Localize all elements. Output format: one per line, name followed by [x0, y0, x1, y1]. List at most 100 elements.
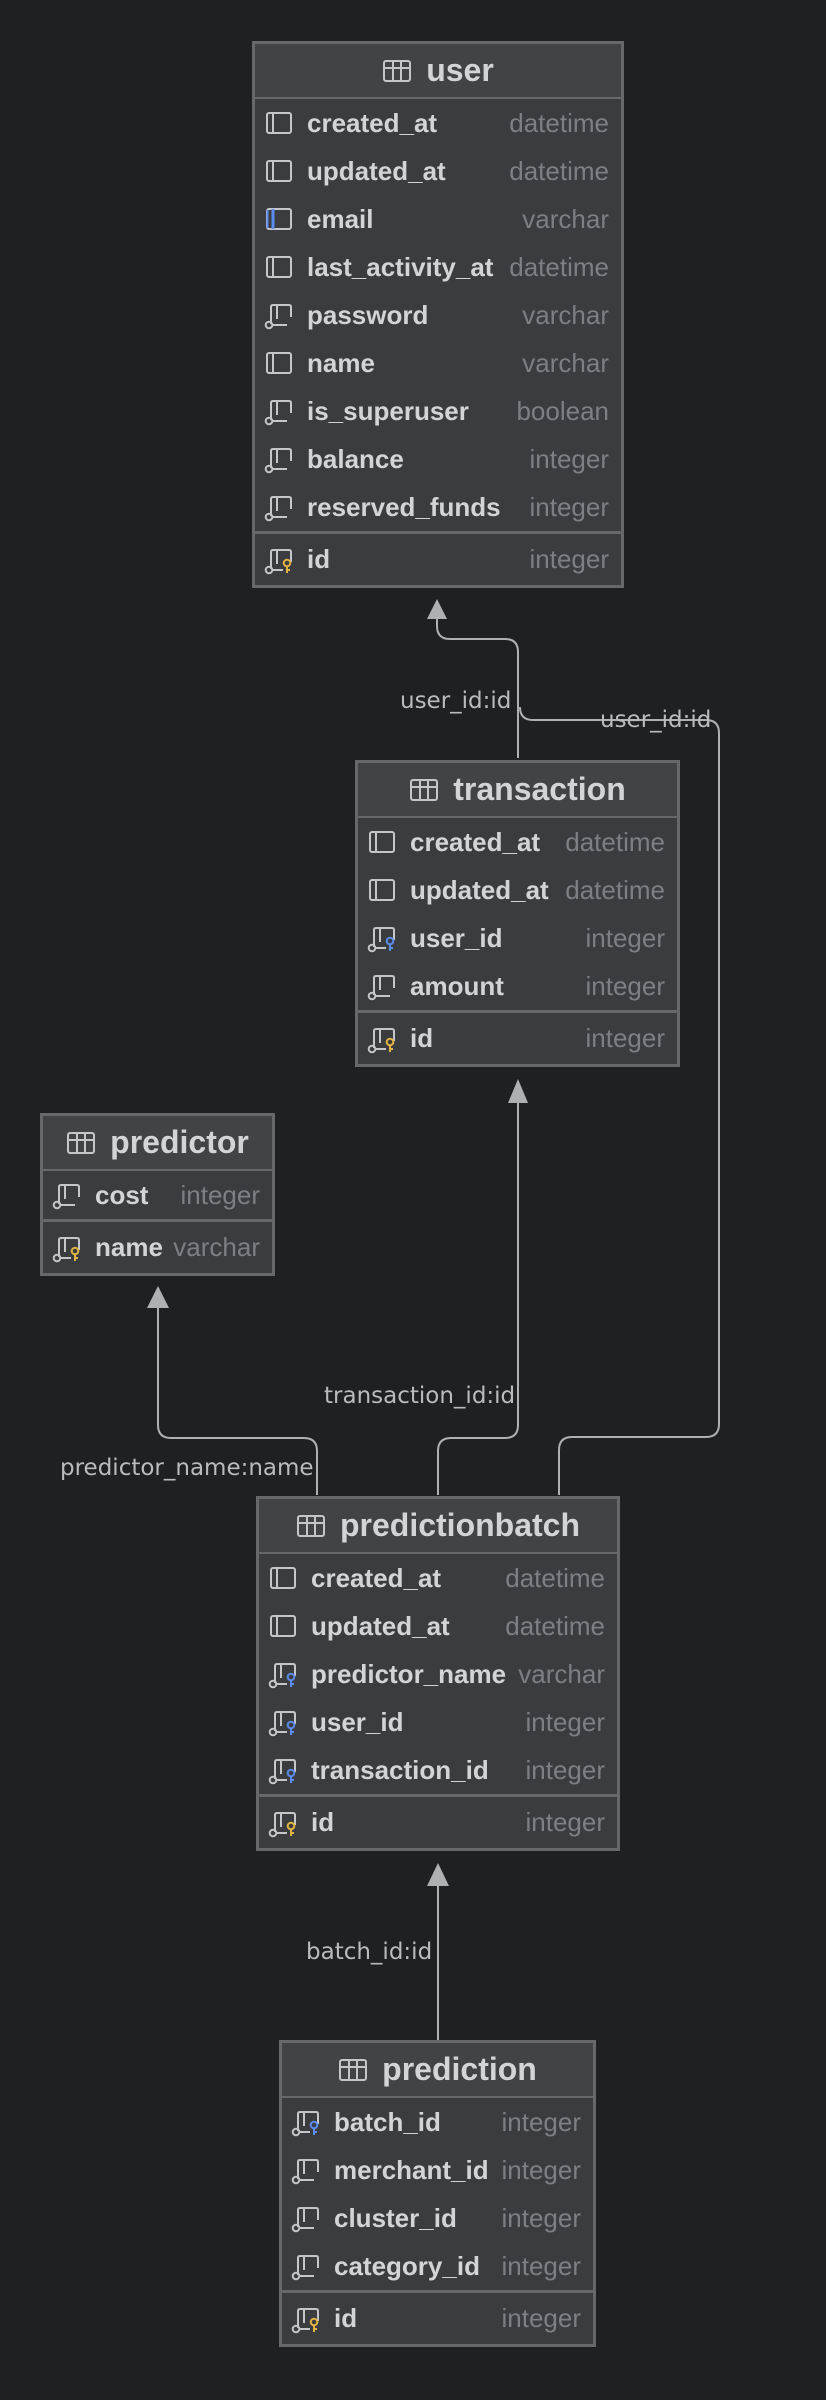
column-icon: [267, 1563, 301, 1593]
foreign-key-icon: [366, 923, 400, 953]
connector-predictionbatch-to-predictor: [157, 1306, 318, 1495]
entity-header[interactable]: predictor: [43, 1116, 272, 1171]
table-icon: [409, 777, 439, 803]
field-type: datetime: [509, 251, 609, 282]
connector-transaction-to-user: [436, 618, 519, 758]
column-icon: [267, 1611, 301, 1641]
field-name: reserved_funds: [307, 491, 501, 522]
field-name: merchant_id: [334, 2154, 489, 2185]
field-type: integer: [501, 2303, 582, 2333]
entity-title: prediction: [382, 2051, 537, 2087]
field-row[interactable]: batch_id integer: [282, 2098, 593, 2146]
primary-key-icon: [366, 1024, 400, 1054]
not-null-column-icon: [290, 2251, 324, 2281]
foreign-key-icon: [267, 1659, 301, 1689]
relation-label: batch_id:id: [306, 1939, 433, 1965]
field-name: email: [307, 203, 374, 234]
primary-key-row[interactable]: id integer: [255, 531, 621, 585]
field-name: password: [307, 299, 429, 330]
primary-key-icon: [290, 2304, 324, 2334]
field-name: category_id: [334, 2250, 480, 2281]
relation-label: predictor_name:name: [60, 1455, 314, 1481]
unique-column-icon: [263, 204, 297, 234]
arrowhead-transaction: [508, 1079, 528, 1103]
not-null-column-icon: [263, 444, 297, 474]
field-type: varchar: [173, 1232, 260, 1262]
field-type: datetime: [505, 1610, 605, 1641]
field-name: predictor_name: [311, 1658, 507, 1689]
field-row[interactable]: password varchar: [255, 291, 621, 339]
entity-header[interactable]: transaction: [358, 763, 677, 818]
field-name: user_id: [410, 922, 503, 953]
field-name: amount: [410, 970, 504, 1001]
entity-header[interactable]: predictionbatch: [259, 1499, 617, 1554]
field-type: boolean: [516, 395, 609, 426]
field-type: integer: [529, 443, 610, 474]
field-row[interactable]: predictor_name varchar: [259, 1650, 617, 1698]
field-row[interactable]: amount integer: [358, 962, 677, 1010]
field-row[interactable]: user_id integer: [358, 914, 677, 962]
column-icon: [366, 827, 400, 857]
field-name: id: [410, 1023, 434, 1053]
field-type: integer: [585, 922, 666, 953]
field-row[interactable]: updated_at datetime: [259, 1602, 617, 1650]
relation-label: transaction_id:id: [324, 1383, 516, 1409]
table-icon: [338, 2057, 368, 2083]
entity-header[interactable]: user: [255, 44, 621, 99]
foreign-key-icon: [267, 1755, 301, 1785]
field-type: integer: [501, 2106, 582, 2137]
field-name: id: [307, 544, 331, 574]
field-type: integer: [529, 544, 610, 574]
relation-label: user_id:id: [600, 707, 712, 733]
field-name: created_at: [311, 1562, 442, 1593]
column-icon: [263, 156, 297, 186]
arrowhead-predictor: [147, 1286, 169, 1308]
column-icon: [263, 252, 297, 282]
field-name: id: [334, 2303, 358, 2333]
field-name: batch_id: [334, 2106, 441, 2137]
relation-label: user_id:id: [400, 688, 512, 714]
entity-title: predictionbatch: [339, 1507, 580, 1543]
field-name: updated_at: [311, 1610, 450, 1641]
primary-key-icon: [267, 1808, 301, 1838]
entity-title: user: [426, 52, 494, 88]
entity-header[interactable]: prediction: [282, 2043, 593, 2098]
not-null-column-icon: [290, 2155, 324, 2185]
primary-key-icon: [263, 545, 297, 575]
not-null-column-icon: [366, 971, 400, 1001]
primary-key-row[interactable]: id integer: [282, 2290, 593, 2344]
field-type: varchar: [522, 347, 609, 378]
arrowhead-user-transaction: [427, 599, 447, 619]
table-icon: [66, 1130, 96, 1156]
field-type: integer: [585, 970, 666, 1001]
field-type: varchar: [522, 299, 609, 330]
field-type: varchar: [518, 1658, 605, 1689]
